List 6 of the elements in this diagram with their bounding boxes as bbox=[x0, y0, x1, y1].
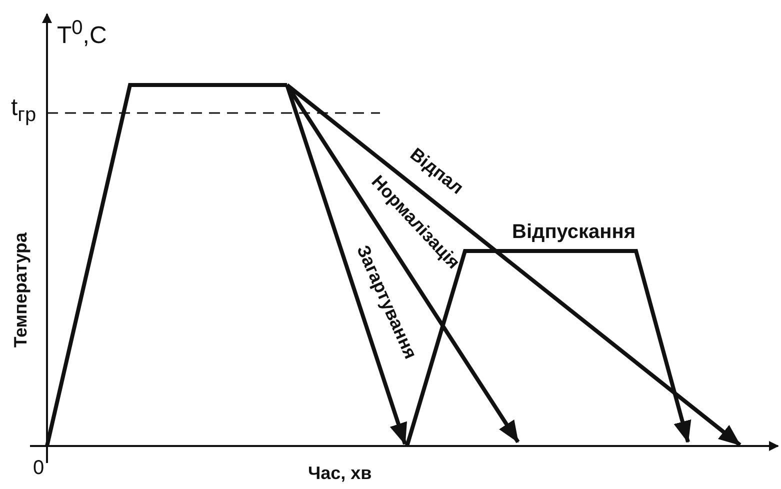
curve-label: Відпускання bbox=[512, 222, 636, 242]
axis-title: Час, хв bbox=[308, 464, 372, 482]
axis-title: Температура bbox=[11, 232, 30, 348]
axis-tick-label: t$_{гр}$ bbox=[11, 96, 36, 125]
axis-unit-label: T$^{0}$,C bbox=[57, 18, 107, 48]
axis-tick-label: 0 bbox=[33, 458, 44, 478]
